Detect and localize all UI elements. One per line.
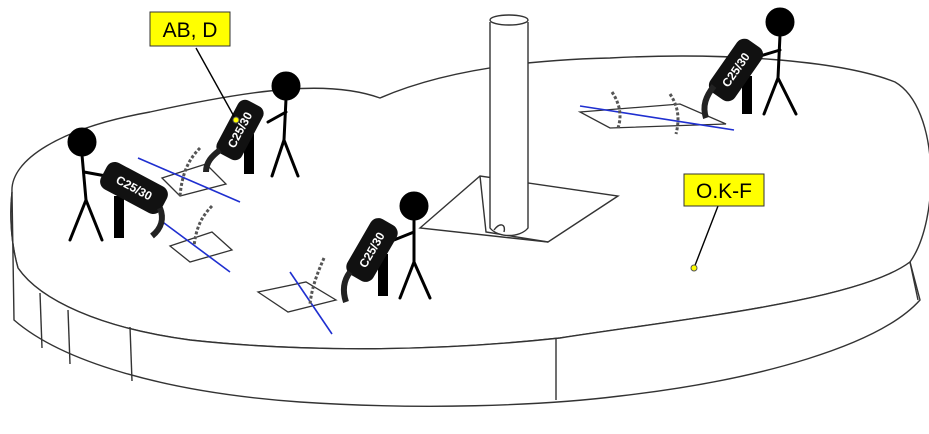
worker-1: C25/30 [203,71,301,178]
callout-ok-f: O.K-F [683,173,765,272]
stick-figure-icon [67,127,108,242]
rebar [159,219,231,273]
callout-label: AB, D [163,19,218,42]
stick-figure-icon [266,71,301,178]
column-top [489,14,529,26]
opening-inner [479,175,549,243]
callout-label: O.K-F [696,180,752,203]
stick-figure-icon [758,7,798,116]
column-body [489,22,529,237]
side-seam-2 [67,309,71,365]
opening-2 [159,219,234,273]
chain-2 [192,204,214,247]
rebar [579,105,735,131]
side-seam-3 [129,326,133,382]
opening-4 [577,103,735,131]
side-seam-1 [39,292,43,349]
worker-2: C25/30 [67,127,168,242]
chute [150,206,165,239]
worker-4: C25/30 [701,7,798,119]
callout-dot [690,264,698,272]
side-seam-5 [909,261,919,301]
opening-1 [137,157,241,203]
callout-box [683,173,765,207]
rebar [137,157,241,203]
callout-leader [693,205,719,269]
slab-side-face [10,191,921,407]
chain-5 [668,93,680,135]
callout-dot [232,116,240,124]
chute [701,84,717,119]
chute [340,270,353,303]
stick-figure-icon [392,191,432,300]
callout-leader [195,47,237,121]
worker-3: C25/30 [340,191,432,303]
chute [203,147,222,173]
callout-ab-d: AB, D [149,11,240,124]
column-dent [493,224,506,233]
column-icon [489,14,529,237]
callout-box [149,11,231,47]
chain-icon [178,91,680,305]
